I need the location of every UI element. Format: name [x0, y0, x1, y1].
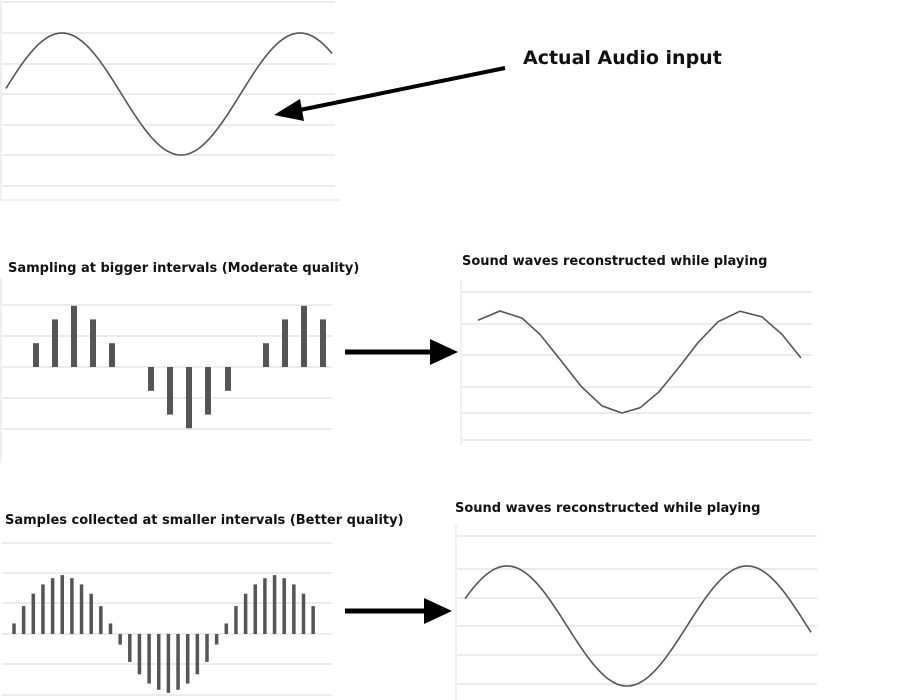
sample-bar-fine: [176, 634, 180, 690]
reconstructed-top-label: Sound waves reconstructed while playing: [462, 254, 768, 269]
sample-bar-fine: [41, 584, 45, 634]
sample-bar-coarse: [301, 305, 307, 367]
sample-bar-fine: [185, 634, 190, 684]
sample-bar-fine: [205, 634, 209, 662]
sample-bar-fine: [253, 584, 257, 634]
sample-bar-fine: [99, 606, 103, 634]
sample-bar-fine: [21, 606, 26, 634]
reconstructed-top-plot: [460, 280, 812, 445]
sample-bar-coarse: [186, 367, 192, 429]
better-sampling-plot: [2, 542, 332, 696]
sample-bar-fine: [108, 623, 113, 634]
moderate-sampling-plot: [0, 278, 332, 463]
reconstructed-bottom-panel: [455, 524, 820, 700]
sample-bar-fine: [224, 623, 229, 634]
sample-bar-coarse: [90, 319, 96, 367]
sample-bar-fine: [60, 575, 64, 634]
grid-lines: [462, 291, 812, 441]
sample-bar-coarse: [33, 343, 39, 367]
sample-bar-coarse: [109, 343, 115, 367]
sample-bar-fine: [311, 606, 315, 634]
sample-bar-coarse: [148, 367, 154, 391]
arrow-better: [345, 598, 452, 624]
reconstructed-coarse-wave: [477, 310, 802, 414]
sample-bar-fine: [147, 634, 151, 684]
sample-bar-fine: [195, 634, 200, 675]
sample-bar-fine: [31, 593, 36, 634]
sample-bar-coarse: [320, 319, 326, 367]
sample-bar-fine: [118, 634, 122, 645]
sample-bar-fine: [282, 578, 286, 634]
reconstructed-bottom-plot: [455, 524, 817, 700]
sample-bar-fine: [301, 593, 306, 634]
sample-bar-fine: [292, 584, 296, 634]
sample-bar-fine: [263, 578, 267, 634]
sample-bar-fine: [157, 634, 161, 690]
sample-bar-coarse: [52, 319, 58, 367]
sample-bar-coarse: [225, 367, 231, 391]
sample-bar-fine: [70, 578, 74, 634]
sample-bar-coarse: [282, 319, 288, 367]
better-sample-bars: [12, 575, 315, 693]
sample-bar-fine: [166, 634, 171, 693]
sample-bar-coarse: [71, 305, 77, 367]
better-sampling-panel: [0, 540, 335, 700]
sample-bar-fine: [128, 634, 132, 662]
sample-bar-coarse: [263, 343, 269, 367]
grid-lines: [2, 1, 335, 187]
arrow-head-icon: [424, 598, 452, 624]
better-sampling-label: Samples collected at smaller intervals (…: [5, 513, 404, 528]
reconstructed-bottom-label: Sound waves reconstructed while playing: [455, 501, 761, 516]
actual-input-label: Actual Audio input: [523, 47, 722, 69]
sample-bar-fine: [89, 593, 93, 634]
arrow-moderate: [345, 339, 458, 365]
moderate-sampling-panel: [0, 278, 335, 468]
sample-bar-fine: [234, 606, 238, 634]
actual-input-wave: [5, 32, 333, 156]
sample-bar-coarse: [167, 367, 173, 415]
sample-bar-fine: [243, 593, 248, 634]
moderate-sampling-label: Sampling at bigger intervals (Moderate q…: [8, 261, 360, 276]
reconstructed-top-panel: [460, 280, 815, 450]
sample-bar-coarse: [205, 367, 211, 415]
sample-bar-fine: [272, 575, 277, 634]
moderate-sample-bars: [33, 305, 326, 429]
arrow-head-icon: [430, 339, 458, 365]
actual-input-plot: [0, 0, 340, 201]
reconstructed-smooth-wave: [464, 565, 812, 687]
sample-bar-fine: [214, 634, 219, 645]
sample-bar-fine: [50, 578, 55, 634]
sample-bar-fine: [79, 584, 84, 634]
sample-bar-fine: [137, 634, 142, 675]
grid-lines: [457, 535, 817, 685]
actual-input-panel: [0, 0, 340, 205]
grid-lines: [2, 542, 332, 696]
sample-bar-fine: [12, 623, 16, 634]
